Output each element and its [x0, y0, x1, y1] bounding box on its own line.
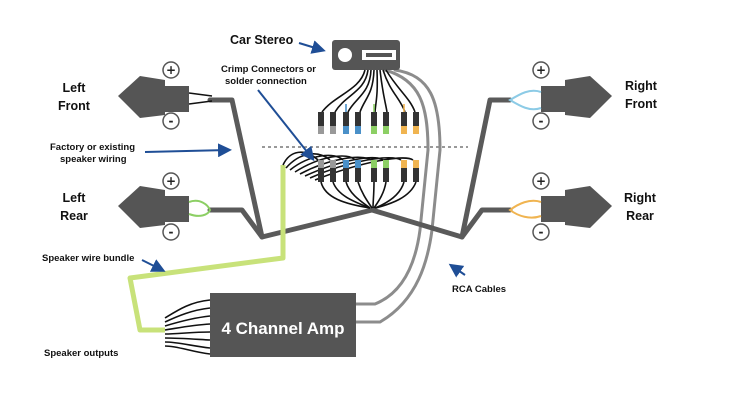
label-rca: RCA Cables — [452, 284, 506, 295]
svg-text:+: + — [536, 174, 546, 188]
amp-label: 4 Channel Amp — [221, 319, 344, 338]
label-left-rear-2: Rear — [60, 209, 88, 223]
speaker-left-rear: + - — [118, 172, 212, 241]
svg-text:-: - — [169, 225, 174, 239]
label-crimp-line1: Crimp Connectors or — [221, 64, 316, 75]
lower-crimp-connectors — [318, 160, 419, 182]
label-right-rear-2: Rear — [626, 209, 654, 223]
plus-terminal — [532, 172, 550, 190]
arrow-rca — [448, 263, 466, 278]
svg-text:+: + — [166, 174, 176, 188]
stereo-harness-wires — [321, 69, 416, 113]
plus-terminal — [162, 61, 180, 79]
speaker-wire-bundle — [127, 165, 286, 333]
minus-terminal — [532, 112, 550, 130]
speaker-left-front: + - — [118, 61, 213, 130]
label-left-front-2: Front — [58, 99, 91, 113]
factory-speaker-wiring — [207, 97, 513, 240]
label-car-stereo: Car Stereo — [230, 33, 294, 47]
minus-terminal — [162, 223, 180, 241]
minus-terminal — [162, 112, 180, 130]
upper-crimp-connectors — [318, 112, 419, 134]
speaker-right-rear: + - — [508, 172, 612, 241]
label-bundle: Speaker wire bundle — [42, 253, 134, 264]
label-crimp-line2: solder connection — [225, 76, 307, 87]
plus-terminal — [162, 172, 180, 190]
label-right-front-2: Front — [625, 97, 658, 111]
arrow-crimp — [257, 89, 315, 162]
label-outputs: Speaker outputs — [44, 348, 118, 359]
svg-text:+: + — [166, 63, 176, 77]
minus-terminal — [532, 223, 550, 241]
label-left-rear-1: Left — [63, 191, 87, 205]
car-stereo — [332, 40, 400, 70]
label-left-front-1: Left — [63, 81, 87, 95]
label-right-rear-1: Right — [624, 191, 657, 205]
svg-text:-: - — [169, 114, 174, 128]
junction-wires — [320, 181, 417, 209]
annotation-arrows — [141, 40, 466, 278]
plus-terminal — [532, 61, 550, 79]
amp-output-wires — [164, 299, 211, 355]
label-right-front-1: Right — [625, 79, 658, 93]
arrow-car-stereo — [298, 40, 326, 54]
arrow-factory — [144, 143, 232, 158]
svg-text:-: - — [539, 114, 544, 128]
amplifier: 4 Channel Amp — [210, 293, 356, 357]
upper-connector-color-leads — [345, 104, 405, 112]
svg-text:-: - — [539, 225, 544, 239]
speaker-right-front: + - — [508, 61, 612, 130]
arrow-bundle — [141, 259, 166, 272]
label-factory-line1: Factory or existing — [50, 142, 135, 153]
rca-cables — [353, 68, 442, 324]
svg-text:+: + — [536, 63, 546, 77]
label-factory-line2: speaker wiring — [60, 154, 127, 165]
